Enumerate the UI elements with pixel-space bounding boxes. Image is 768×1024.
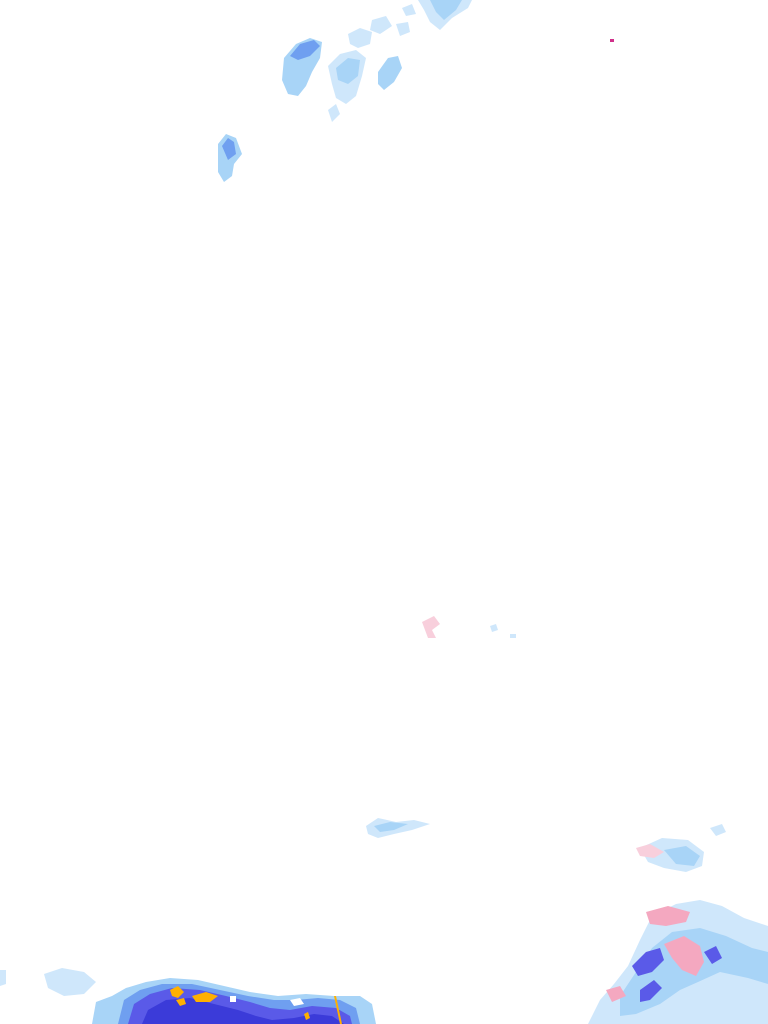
echo-cluster-middle	[366, 616, 516, 838]
echo-top-specks	[370, 4, 416, 36]
echo-cluster-top	[218, 0, 614, 182]
echo-top-right-band-inner	[430, 0, 462, 20]
echo-bottom-left-intense	[170, 986, 310, 1020]
echo-top-cell-f-core	[222, 138, 236, 160]
echo-bottom-left-radial-edge	[334, 996, 342, 1024]
echo-bottom-left-gap	[230, 996, 304, 1006]
echo-bottom-left-heavy	[142, 998, 344, 1024]
echo-top-cell-a-core	[290, 40, 320, 60]
echo-top-cell-e	[328, 104, 340, 122]
echo-top-cell-c	[348, 28, 372, 48]
echo-right-upper-mixed	[636, 844, 664, 858]
echo-mid-mixed-speck	[422, 616, 440, 638]
echo-right-lower-strong	[632, 946, 722, 1002]
echo-top-cell-b-inner	[336, 58, 360, 84]
echo-mid-lower-band-inner	[374, 822, 408, 832]
echo-bottom-left-pale	[0, 968, 96, 996]
echo-top-speck-mixed	[610, 39, 614, 42]
echo-cluster-bottom-left	[0, 968, 376, 1024]
echo-right-upper-light	[664, 846, 700, 866]
echo-mid-pale-speck	[490, 624, 516, 638]
echo-right-speck	[710, 824, 726, 836]
echo-cluster-right	[588, 824, 768, 1024]
echo-right-lower-mixed	[606, 906, 704, 1002]
echo-top-cell-d	[378, 56, 402, 90]
